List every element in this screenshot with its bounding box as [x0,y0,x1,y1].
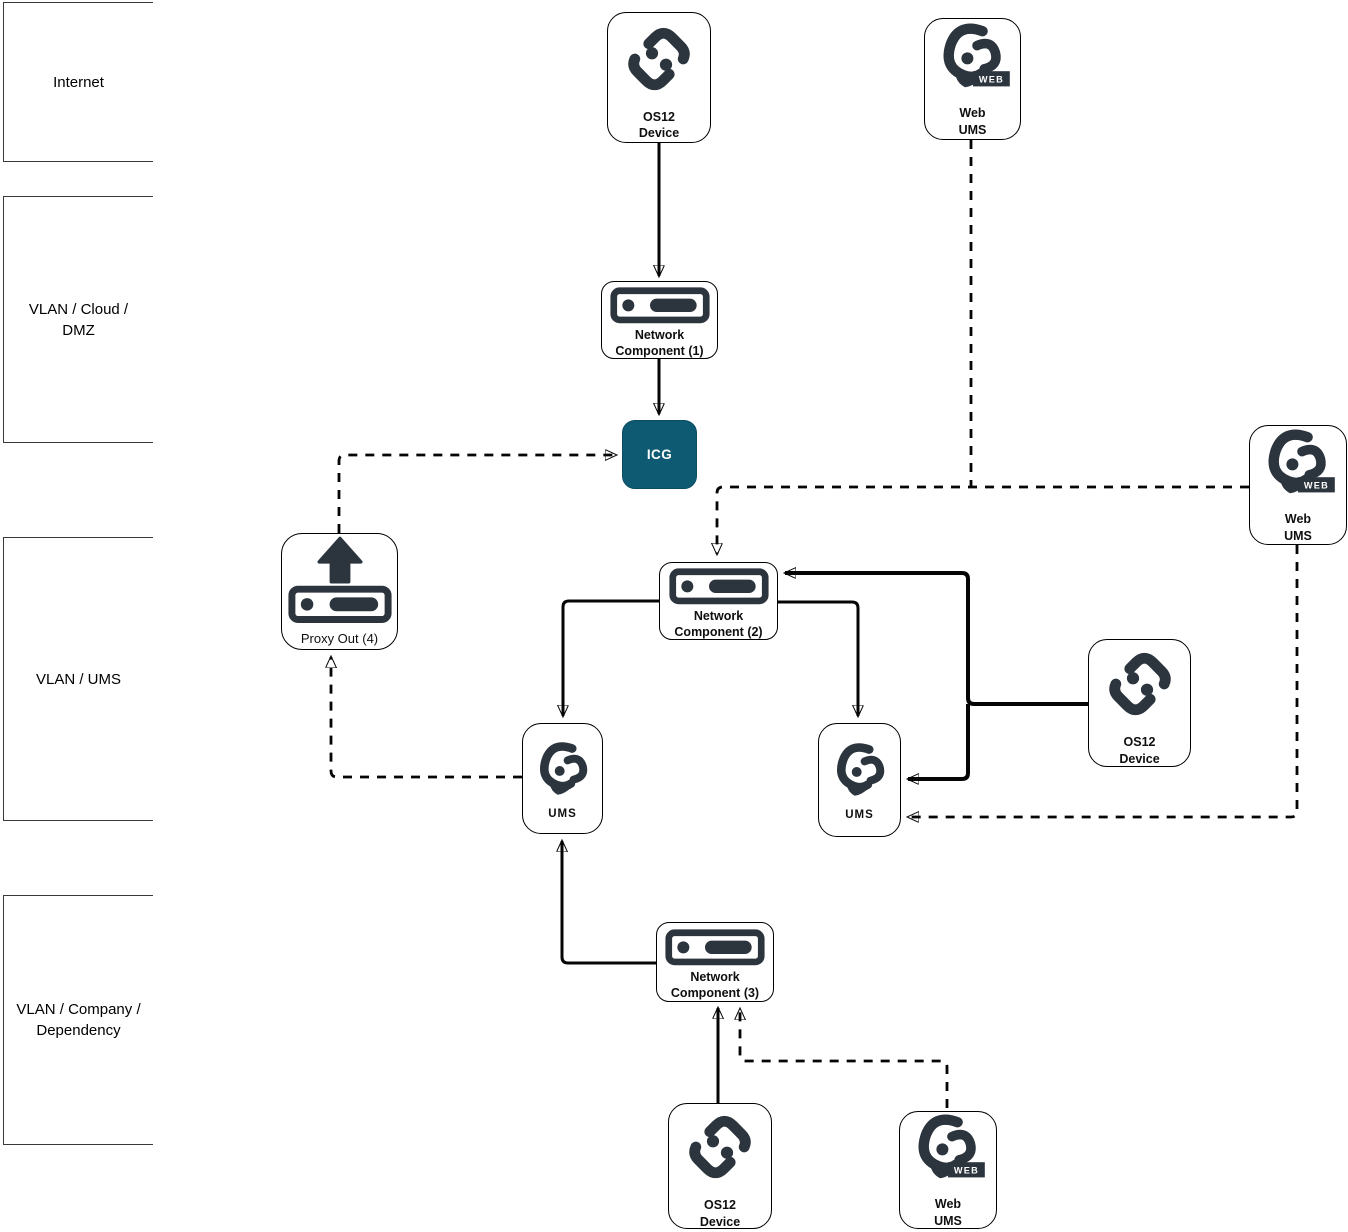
node-proxy-out-4: Proxy Out (4) [281,533,398,650]
ums-logo-icon [827,737,893,803]
edge-network-component-3-to-ums-left [562,841,656,965]
node-label-proxy-out-4: Proxy Out (4) [300,630,379,646]
lane-vlan-cloud-dmz: VLAN / Cloud / DMZ [3,196,153,443]
node-label-web-ums-right: Web UMS [1284,512,1312,543]
lane-internet: Internet [3,2,153,162]
node-icg: ICG [622,420,697,489]
node-os12-device-top: OS12 Device [607,12,711,143]
network-switch-icon [668,568,769,605]
web-ums-logo-icon: WEB [933,20,1013,100]
edge-ums-left-to-proxy-out-4 [331,657,522,779]
web-ums-logo-icon: WEB [908,1111,988,1191]
node-network-component-1: Network Component (1) [601,281,718,359]
os12-logo-icon [675,1102,765,1192]
ums-logo-icon [530,736,596,802]
web-badge [1298,477,1335,493]
proxy-out-icon [287,535,392,625]
node-label-os12-device-right: OS12 Device [1119,735,1160,766]
web-badge [972,71,1010,87]
node-label-web-ums-top: Web UMS [958,106,987,137]
edge-web-ums-right-to-network-component-2 [717,485,1249,554]
node-label-os12-device-top: OS12 Device [638,109,680,140]
node-web-ums-right: WEB Web UMS [1249,425,1347,545]
node-ums-right: UMS [818,723,901,837]
lane-label-internet: Internet [53,73,104,91]
node-network-component-3: Network Component (3) [656,922,774,1002]
node-label-network-component-2: Network Component (2) [674,608,763,639]
web-badge-label: WEB [1304,481,1329,491]
node-label-os12-device-bottom: OS12 Device [699,1198,741,1229]
lane-label-vlan-cloud-dmz: VLAN / Cloud / DMZ [28,300,129,339]
node-os12-device-right: OS12 Device [1088,639,1191,767]
web-ums-logo-icon: WEB [1258,426,1338,506]
node-web-ums-bottom: WEB Web UMS [899,1111,997,1229]
edge-network-component-2-to-ums-left [563,599,659,716]
node-label-web-ums-bottom: Web UMS [934,1197,962,1228]
node-web-ums-top: WEB Web UMS [924,18,1021,140]
network-switch-icon [665,929,765,966]
node-label-ums-right: UMS [845,809,874,822]
edge-os12-device-right-to-network-component-2 [785,573,1088,706]
lane-vlan-ums: VLAN / UMS [3,537,153,821]
web-badge [948,1162,985,1178]
node-label-network-component-3: Network Component (3) [670,969,760,1000]
lane-label-vlan-company-dependency: VLAN / Company / Dependency [16,1001,141,1039]
edge-os12-device-right-to-ums-right [908,704,970,779]
os12-logo-icon [614,14,704,104]
node-ums-left: UMS [522,723,603,834]
edge-web-ums-right-to-ums-right [908,545,1299,817]
node-label-ums-left: UMS [548,807,577,820]
network-switch-icon [609,287,710,324]
node-os12-device-bottom: OS12 Device [668,1103,772,1229]
lane-label-vlan-ums: VLAN / UMS [35,670,122,688]
node-network-component-2: Network Component (2) [659,562,778,640]
node-label-icg: ICG [646,446,673,462]
edge-web-ums-bottom-to-network-component-3 [740,1009,949,1108]
edge-network-component-2-to-ums-right [778,600,858,716]
node-label-network-component-1: Network Component (1) [615,327,704,358]
edge-proxy-out-4-to-icg [337,455,616,533]
lane-vlan-company-dependency: VLAN / Company / Dependency [3,895,153,1145]
os12-logo-icon [1095,639,1185,729]
web-badge-label: WEB [954,1166,979,1176]
web-badge-label: WEB [978,75,1003,85]
